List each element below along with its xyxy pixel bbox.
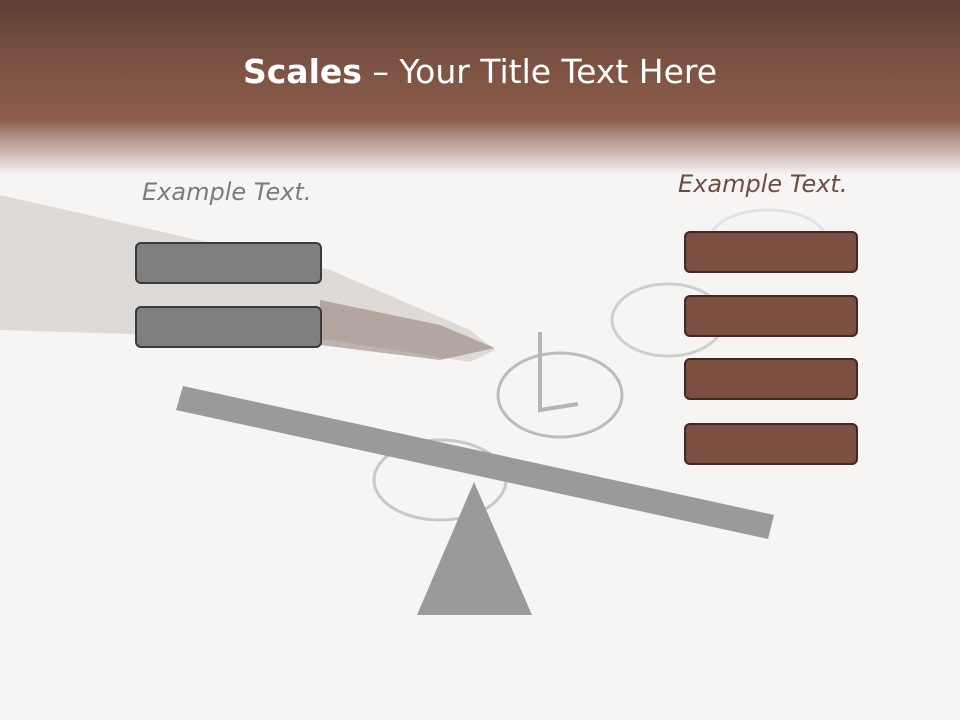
left-box-1[interactable] (135, 242, 322, 284)
right-box-3[interactable] (684, 358, 858, 400)
checkmark-stroke (538, 332, 579, 413)
right-box-1[interactable] (684, 231, 858, 273)
scale-beam[interactable] (176, 386, 774, 539)
title-rest-part: – Your Title Text Here (361, 52, 718, 91)
title-bold-part: Scales (242, 52, 362, 91)
left-box-2[interactable] (135, 306, 322, 348)
right-example-label[interactable]: Example Text. (678, 170, 848, 198)
slide-title[interactable]: Scales – Your Title Text Here (0, 52, 960, 91)
right-box-4[interactable] (684, 423, 858, 465)
left-example-label[interactable]: Example Text. (142, 178, 312, 206)
header-band (0, 0, 960, 175)
scale-fulcrum[interactable] (417, 482, 532, 615)
right-box-2[interactable] (684, 295, 858, 337)
check-circle (496, 351, 624, 439)
pen-tip-shape (320, 300, 495, 360)
